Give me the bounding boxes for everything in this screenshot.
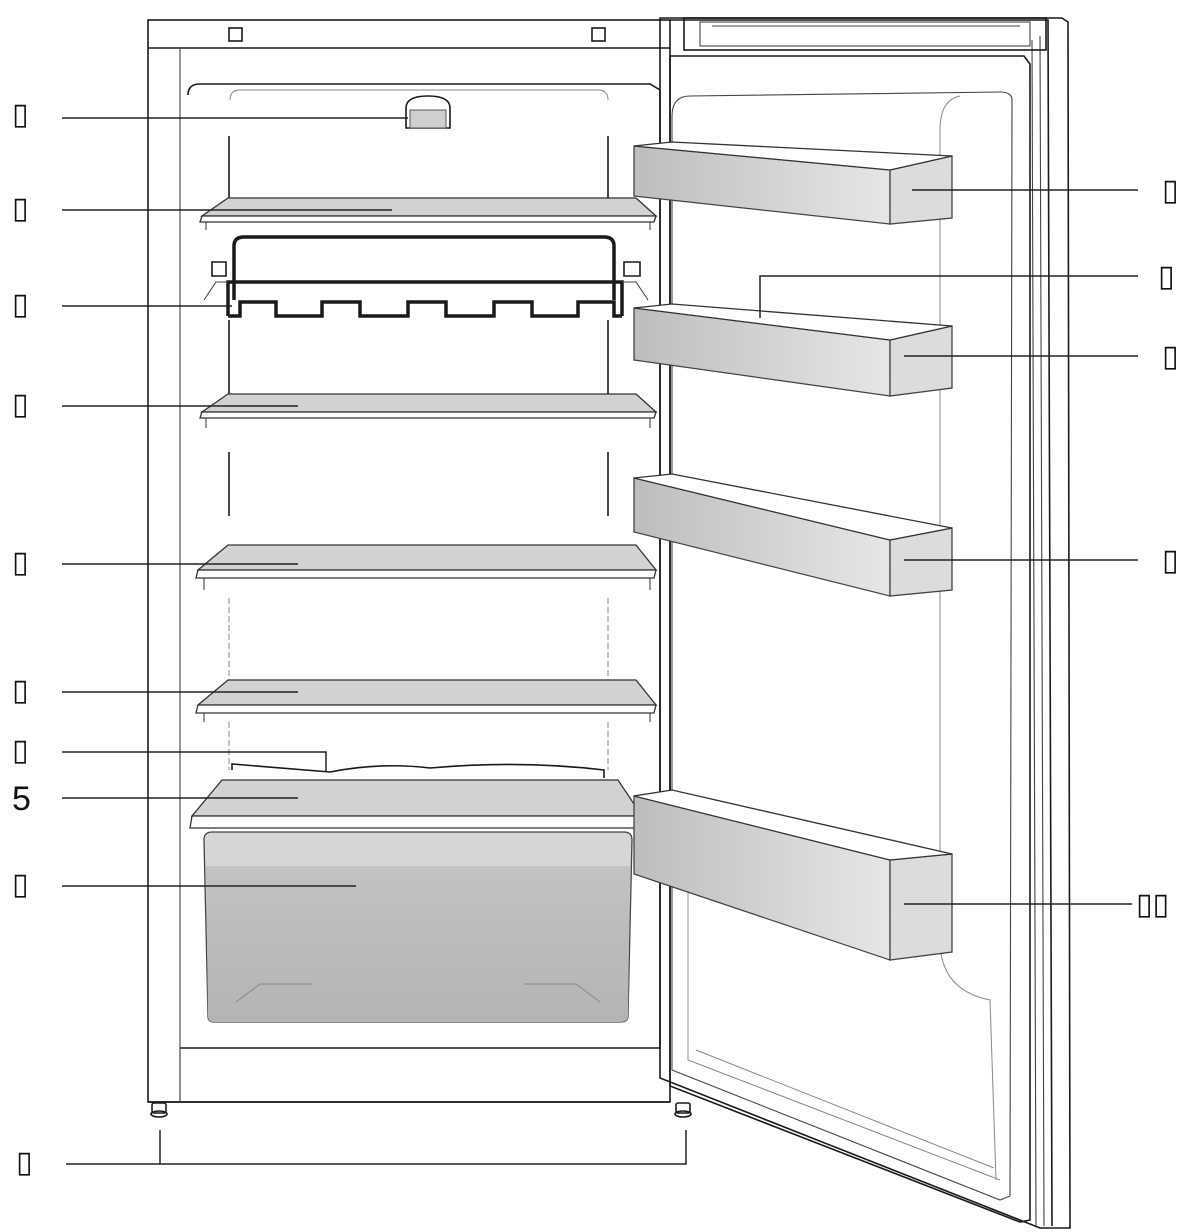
callout-label-right-4: ▯: [1162, 544, 1179, 577]
callout-label-left-4: ▯: [12, 388, 29, 421]
callout-label-left-8: 5: [12, 780, 31, 818]
door-bin-3: [633, 473, 953, 597]
bottle-rack: [203, 235, 649, 318]
crisper-drawer: [203, 831, 633, 1023]
callout-label-right-3: ▯: [1162, 340, 1179, 373]
glass-shelf-2: [199, 393, 658, 428]
callout-label-right-2: ▯: [1158, 260, 1175, 293]
callout-label-left-1: ▯: [12, 98, 29, 131]
glass-shelf-4: [195, 679, 658, 722]
crisper-cover: [189, 763, 644, 829]
callout-label-left-7: ▯: [12, 734, 29, 767]
glass-shelf-3: [195, 544, 658, 590]
interior-light: [405, 95, 451, 129]
door-bin-1: [633, 141, 953, 225]
callout-label-right-5: ▯▯: [1136, 888, 1170, 921]
callout-label-left-5: ▯: [12, 546, 29, 579]
callout-label-left-2: ▯: [12, 192, 29, 225]
door-bin-2: [633, 303, 953, 397]
callout-label-left-9: ▯: [12, 868, 29, 901]
door-bin-4: [633, 789, 953, 961]
callout-label-left-3: ▯: [12, 288, 29, 321]
callout-label-left-6: ▯: [12, 674, 29, 707]
callout-label-right-1: ▯: [1162, 174, 1179, 207]
callout-label-left-10: ▯: [16, 1146, 33, 1179]
shelf-rails: [228, 136, 609, 770]
callout-lines: [62, 117, 1138, 1165]
glass-shelf-1: [199, 197, 658, 230]
